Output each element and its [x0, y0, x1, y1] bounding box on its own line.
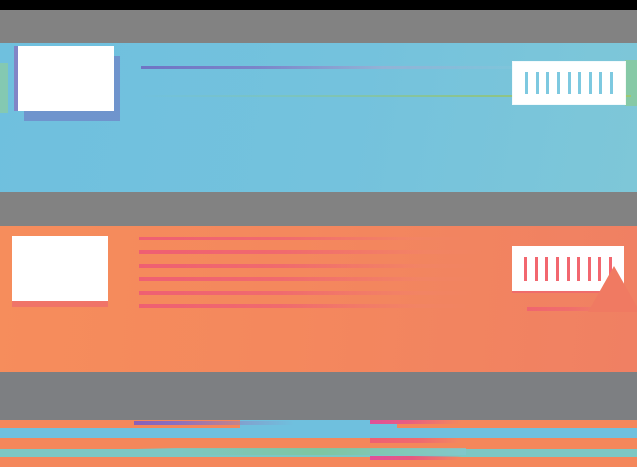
blue-panel[interactable]	[0, 43, 637, 192]
tick-mark	[555, 256, 559, 281]
footer-stripe-zone	[0, 420, 637, 467]
footer-band-orange-3	[0, 457, 637, 467]
tick-mark	[588, 72, 592, 94]
tick-mark	[577, 256, 581, 281]
tick-mark	[610, 72, 613, 94]
footer-gray-bar	[0, 372, 637, 420]
blue-panel-rule-primary	[141, 66, 531, 69]
blue-panel-edge-teal	[0, 63, 8, 113]
orange-panel-rule-5	[139, 291, 475, 295]
tick-mark	[599, 72, 603, 94]
tick-mark	[556, 72, 560, 94]
header-gray-bar	[0, 10, 637, 43]
blue-panel-tick-meter[interactable]	[513, 62, 625, 104]
orange-panel-rule-6	[139, 304, 473, 308]
orange-panel-thumbnail[interactable]	[12, 236, 108, 301]
tick-mark	[566, 256, 570, 281]
footer-overlay-blue-right	[240, 420, 397, 429]
blue-panel-thumbnail[interactable]	[18, 46, 114, 111]
orange-panel-rule-4	[139, 277, 477, 281]
footer-rule-red	[370, 438, 462, 443]
footer-rule-magenta	[370, 456, 462, 460]
footer-rule-pink-right	[370, 420, 462, 424]
orange-panel[interactable]	[0, 226, 637, 375]
footer-rule-purple	[134, 421, 294, 425]
footer-band-blue-1	[0, 428, 637, 438]
footer-band-orange-2	[0, 438, 637, 449]
orange-panel-rule-1	[139, 237, 469, 240]
tick-mark	[545, 256, 549, 281]
tick-mark	[524, 256, 527, 281]
footer-overlay-orange-right	[460, 420, 637, 428]
blue-panel-right-green-strip	[625, 60, 637, 106]
mid-gray-bar	[0, 192, 637, 226]
tick-mark	[546, 72, 550, 94]
orange-panel-rule-2	[139, 250, 484, 254]
triangle-shape	[588, 266, 637, 312]
tick-mark	[567, 72, 571, 94]
orange-panel-triangle-marker	[588, 266, 637, 312]
blue-panel-edge-blue-lower	[0, 113, 8, 123]
tick-mark	[534, 256, 538, 281]
orange-panel-rule-3	[139, 264, 479, 268]
blue-panel-edge-blue	[0, 43, 8, 63]
tick-mark	[525, 72, 528, 94]
footer-rule-teal	[136, 448, 466, 455]
blue-panel-rule-secondary	[141, 95, 631, 97]
tick-mark	[578, 72, 582, 94]
top-black-strip	[0, 0, 637, 10]
orange-panel-small-rule	[527, 307, 629, 311]
tick-mark	[535, 72, 539, 94]
